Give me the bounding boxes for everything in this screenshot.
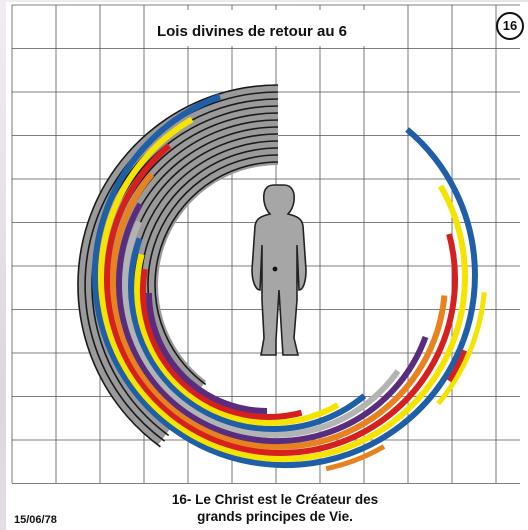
spiral-arc	[140, 268, 303, 420]
spiral-arc	[134, 253, 340, 426]
spiral-arc	[146, 292, 268, 414]
title-band	[150, 10, 400, 46]
spiral-arc	[77, 84, 279, 448]
caption-line-1: 16- Le Christ est le Créateur des	[171, 492, 379, 507]
human-figure	[251, 184, 307, 356]
plate-number-badge: 16	[496, 12, 524, 40]
spiral-arc	[128, 237, 367, 433]
spiral-arc	[97, 116, 468, 463]
center-dot	[272, 266, 278, 272]
spiral-arc	[325, 444, 386, 472]
caption-band	[140, 484, 410, 530]
spiral-arc	[104, 143, 459, 457]
spiral-arcs	[77, 84, 487, 472]
caption-line-2: grands principes de Vie.	[197, 509, 353, 524]
diagram-title: Lois divines de retour au 6	[156, 23, 348, 40]
spiral-arc	[154, 161, 279, 386]
spiral-arc	[92, 93, 478, 468]
date-label: 15/06/78	[14, 514, 57, 526]
human-silhouette	[251, 184, 307, 356]
spiral-arc	[115, 202, 429, 445]
spiral-arc	[447, 349, 468, 383]
spiral-arc	[122, 220, 401, 438]
spiral-arc	[84, 91, 279, 442]
spiral-arc	[110, 172, 448, 450]
spiral-arc	[436, 292, 487, 406]
caption: 16- Le Christ est le Créateur des grands…	[150, 491, 400, 525]
